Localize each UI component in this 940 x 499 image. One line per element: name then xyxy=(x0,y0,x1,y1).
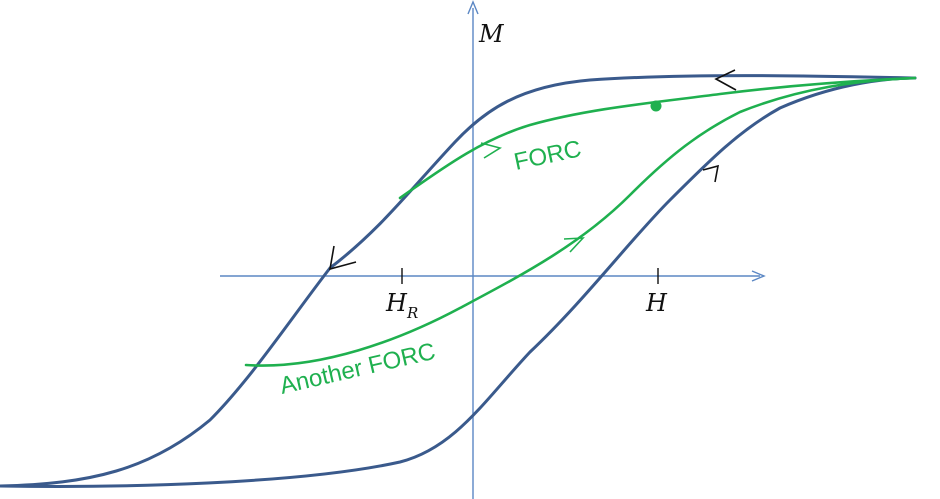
arrow-down-left-icon xyxy=(328,245,357,271)
major-loop-ascending-branch xyxy=(0,76,917,488)
forc-label: FORC xyxy=(512,135,584,176)
h-axis-arrowhead xyxy=(751,270,766,282)
another-forc-label: Another FORC xyxy=(277,338,438,400)
hr-label: HR xyxy=(385,289,418,322)
another-forc-curve xyxy=(244,76,917,367)
h-axis-label: H xyxy=(645,289,668,317)
forc-curve xyxy=(398,76,917,200)
hr-label-sub: R xyxy=(406,304,418,322)
forc-arrow-icon xyxy=(480,142,502,159)
hr-label-main: H xyxy=(385,289,408,317)
another-forc-arrow-icon xyxy=(563,237,585,253)
arrow-up-right-icon xyxy=(702,164,720,183)
arrow-top-left-icon xyxy=(714,69,737,91)
m-axis-label: M xyxy=(478,20,505,48)
m-axis-arrowhead xyxy=(467,0,479,15)
forc-reversal-point xyxy=(650,100,662,112)
major-loop-descending-branch xyxy=(0,74,917,488)
